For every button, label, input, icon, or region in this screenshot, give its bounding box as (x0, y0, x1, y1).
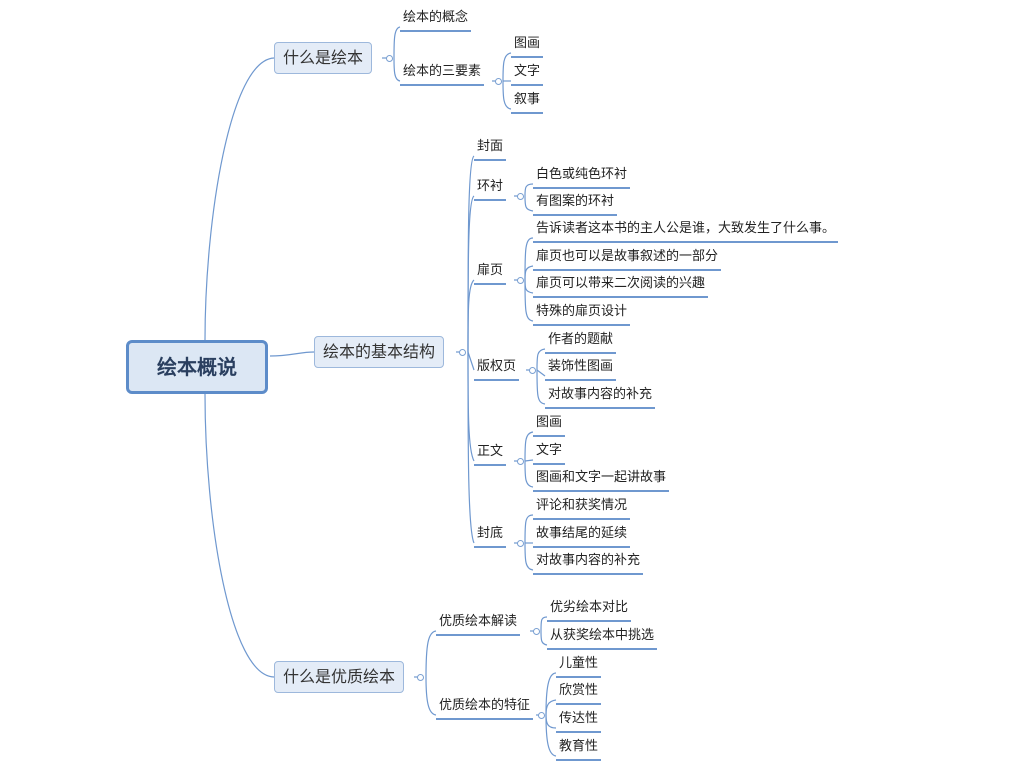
topic-title-page[interactable]: 扉页 (474, 264, 507, 285)
subtopic-item[interactable]: 扉页可以带来二次阅读的兴趣 (533, 277, 709, 298)
collapse-toggle[interactable] (459, 349, 466, 356)
collapse-toggle[interactable] (386, 55, 393, 62)
subtopic-item[interactable]: 对故事内容的补充 (533, 554, 644, 575)
subtopic-item[interactable]: 图画 (511, 37, 544, 58)
subtopic-item[interactable]: 扉页也可以是故事叙述的一部分 (533, 250, 722, 271)
subtopic-item[interactable]: 图画 (533, 416, 566, 437)
subtopic-item[interactable]: 装饰性图画 (545, 360, 617, 381)
collapse-toggle[interactable] (517, 193, 524, 200)
collapse-toggle[interactable] (495, 78, 502, 85)
subtopic-item[interactable]: 特殊的扉页设计 (533, 305, 631, 326)
subtopic-item[interactable]: 叙事 (511, 93, 544, 114)
subtopic-item[interactable]: 文字 (511, 65, 544, 86)
collapse-toggle[interactable] (517, 540, 524, 547)
collapse-toggle[interactable] (538, 712, 545, 719)
root-topic[interactable]: 绘本概说 (126, 340, 268, 394)
topic-quality-features[interactable]: 优质绘本的特征 (436, 699, 534, 720)
topic-main-text[interactable]: 正文 (474, 445, 507, 466)
subtopic-item[interactable]: 儿童性 (556, 657, 602, 678)
collapse-toggle[interactable] (517, 458, 524, 465)
subtopic-item[interactable]: 有图案的环衬 (533, 195, 618, 216)
subtopic-item[interactable]: 故事结尾的延续 (533, 527, 631, 548)
collapse-toggle[interactable] (533, 628, 540, 635)
subtopic-item[interactable]: 评论和获奖情况 (533, 499, 631, 520)
branch-quality-picture-book[interactable]: 什么是优质绘本 (274, 661, 405, 693)
subtopic-item[interactable]: 优劣绘本对比 (547, 601, 632, 622)
subtopic-item[interactable]: 文字 (533, 444, 566, 465)
topic-back-cover[interactable]: 封底 (474, 527, 507, 548)
topic-three-elements[interactable]: 绘本的三要素 (400, 65, 485, 86)
subtopic-item[interactable]: 作者的题献 (545, 333, 617, 354)
subtopic-item[interactable]: 告诉读者这本书的主人公是谁，大致发生了什么事。 (533, 222, 839, 243)
branch-basic-structure[interactable]: 绘本的基本结构 (314, 336, 445, 368)
subtopic-item[interactable]: 白色或纯色环衬 (533, 168, 631, 189)
collapse-toggle[interactable] (529, 367, 536, 374)
topic-copyright-page[interactable]: 版权页 (474, 360, 520, 381)
topic-quality-interpretation[interactable]: 优质绘本解读 (436, 615, 521, 636)
subtopic-item[interactable]: 传达性 (556, 712, 602, 733)
subtopic-item[interactable]: 教育性 (556, 740, 602, 761)
collapse-toggle[interactable] (517, 277, 524, 284)
topic-cover[interactable]: 封面 (474, 140, 507, 161)
subtopic-item[interactable]: 欣赏性 (556, 684, 602, 705)
subtopic-item[interactable]: 对故事内容的补充 (545, 388, 656, 409)
subtopic-item[interactable]: 图画和文字一起讲故事 (533, 471, 670, 492)
topic-concept[interactable]: 绘本的概念 (400, 11, 472, 32)
branch-what-is-picture-book[interactable]: 什么是绘本 (274, 42, 373, 74)
subtopic-item[interactable]: 从获奖绘本中挑选 (547, 629, 658, 650)
topic-endpaper[interactable]: 环衬 (474, 180, 507, 201)
collapse-toggle[interactable] (417, 674, 424, 681)
